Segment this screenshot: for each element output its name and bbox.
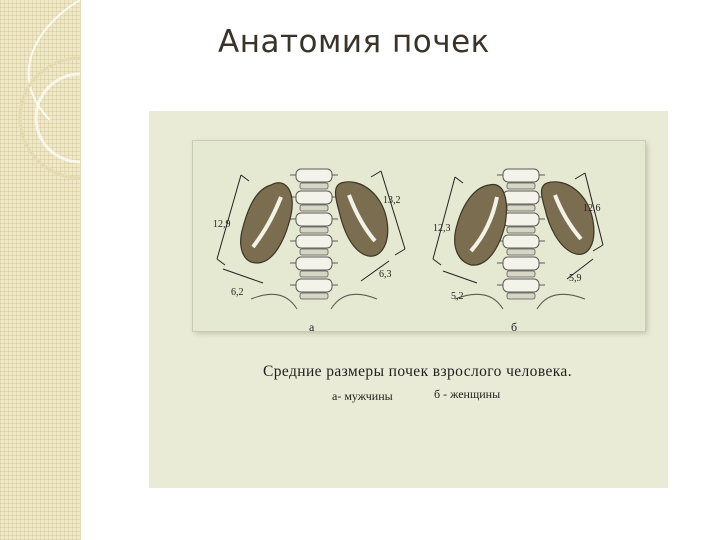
kidney-left-b [454, 183, 508, 266]
legend-women: б - женщины [434, 387, 501, 401]
panel-label-a: а [309, 320, 315, 331]
panel-label-b: б [511, 320, 517, 331]
dim-width-right-a: 6,3 [379, 269, 392, 280]
dim-width-left-a: 6,2 [231, 287, 244, 298]
kidney-diagram: 12,9 13,2 6,2 6,3 а [192, 140, 646, 332]
legend-men: а- мужчины [332, 389, 393, 403]
dim-length-right-b: 12,6 [583, 203, 601, 214]
dimension-lines-b [432, 172, 604, 284]
spine-right [454, 168, 586, 310]
dim-width-left-b: 5,2 [451, 291, 464, 302]
dim-length-right-a: 13,2 [383, 195, 401, 206]
dimension-lines-a [216, 170, 406, 284]
kidney-right-b [540, 181, 595, 255]
decorative-swirl [18, 0, 80, 180]
figure-panel: 12,9 13,2 6,2 6,3 а [149, 111, 668, 488]
page-title: Анатомия почек [218, 24, 490, 60]
spine-left [250, 168, 378, 310]
dim-length-left-a: 12,9 [213, 219, 231, 230]
kidney-left-a [240, 182, 293, 264]
figure-caption: Средние размеры почек взрослого человека… [263, 363, 572, 380]
dim-length-left-b: 12,3 [433, 223, 451, 234]
dim-width-right-b: 5,9 [569, 273, 582, 284]
kidney-right-a [334, 181, 389, 257]
decorative-side-strip [0, 0, 81, 540]
